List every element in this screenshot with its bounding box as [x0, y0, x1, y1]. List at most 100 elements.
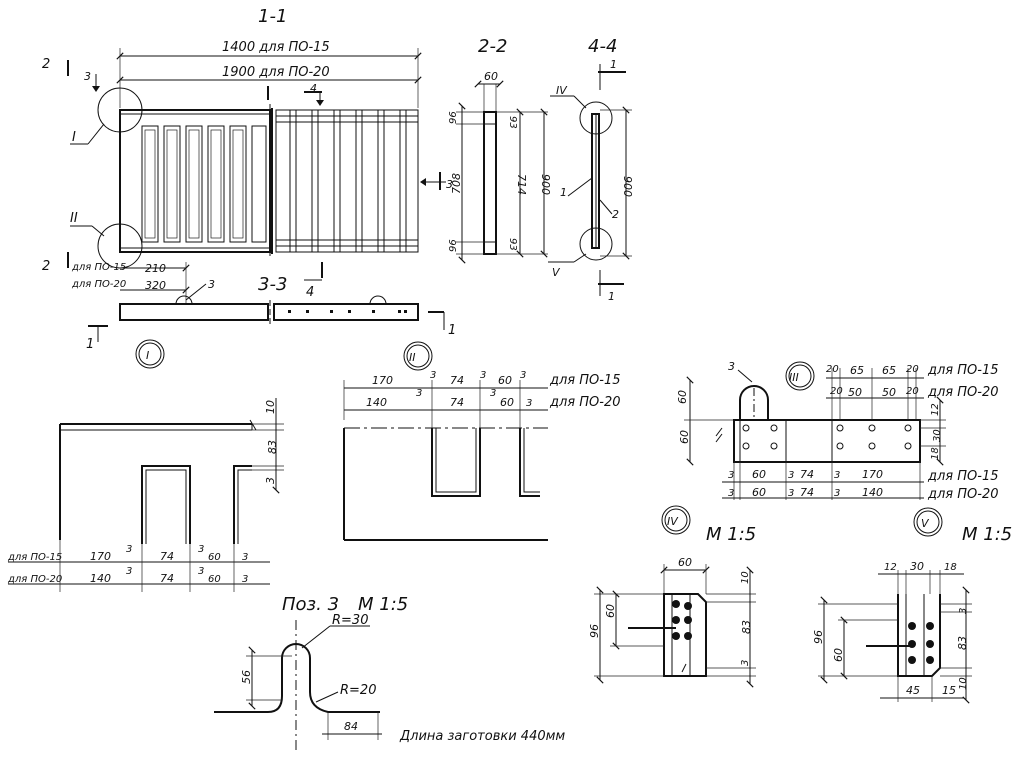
section-3-3-title: 3-3	[258, 274, 287, 295]
dim-708: 708	[450, 173, 463, 194]
node-III-dim-30: 30	[932, 429, 943, 442]
node-I-dim-83: 83	[266, 440, 279, 454]
node-I-row2-label: для ПО-20	[7, 574, 62, 585]
node-I-row1-label: для ПО-15	[7, 552, 62, 563]
node-V-dim-83: 83	[956, 636, 969, 650]
cut-2-bottom: 2	[42, 259, 50, 274]
node-IV-detail: IV М 1:5 60 96 60 10 83 3	[588, 505, 756, 688]
node-II-row1-3b: 3	[480, 370, 486, 381]
node-II-row1-170: 170	[372, 374, 393, 387]
node-III-top1-65a: 65	[850, 364, 864, 377]
node-II-row2-60: 60	[500, 396, 514, 409]
node-II-callout: II	[70, 211, 78, 226]
cut-1-top: 1	[610, 58, 617, 71]
node-III-bot1-74: 74	[800, 468, 814, 481]
node-V-scale: М 1:5	[962, 524, 1012, 545]
node-II-row1-60: 60	[498, 374, 512, 387]
node-III-top2-20a: 20	[830, 386, 843, 397]
node-IV-scale: М 1:5	[706, 524, 756, 545]
pos-3-title: Поз. 3	[282, 594, 339, 615]
node-I-row1-170: 170	[90, 550, 111, 563]
cut-1-right: 1	[448, 323, 456, 338]
node-II-title: II	[409, 351, 416, 364]
node-II-row1-3c: 3	[520, 370, 526, 381]
cut-4-top: 4	[310, 82, 317, 95]
node-V-dim-15: 15	[942, 684, 956, 697]
cut-3-top: 3	[84, 70, 91, 83]
node-II-row1-label: для ПО-15	[549, 373, 621, 388]
node-V-dim-60: 60	[832, 648, 845, 662]
node-IV-callout: IV	[556, 84, 568, 97]
node-V-dim-12: 12	[884, 562, 897, 573]
pos-3-r20: R=20	[340, 683, 376, 698]
node-IV-dim-83: 83	[740, 620, 753, 634]
section-2-2: 2-2 60 96 708 96 93 714 900 93	[448, 36, 552, 264]
dim-210: 210	[145, 262, 166, 275]
dim-900: 900	[539, 174, 552, 195]
node-III-bot1-label: для ПО-15	[927, 469, 999, 484]
node-I-row2-3c: 3	[242, 574, 248, 585]
node-I-title: I	[146, 349, 149, 362]
node-III-bot2-label: для ПО-20	[927, 487, 999, 502]
cut-3-mid: 3	[446, 178, 453, 191]
node-IV-dim-60-left: 60	[604, 604, 617, 618]
node-II-row1-74: 74	[450, 374, 464, 387]
section-4-4: 4-4 1 IV V 1 2 900 1	[548, 36, 634, 303]
node-III-bot1-60: 60	[752, 468, 766, 481]
node-V-detail: V М 1:5 12 30 18 96 60 3 83 10	[812, 507, 1012, 704]
node-III-bot1-3c: 3	[834, 470, 840, 481]
node-II-row2-3a: 3	[416, 388, 422, 399]
node-III-title: III	[789, 371, 799, 384]
node-I-row2-60: 60	[208, 574, 221, 585]
dim-210-label: для ПО-15	[71, 262, 126, 273]
pos-3-blank-length: Длина заготовки 440мм	[399, 729, 565, 744]
dim-320-label: для ПО-20	[71, 279, 126, 290]
dim-93-bottom: 93	[507, 238, 518, 251]
section-2-2-title: 2-2	[478, 36, 507, 57]
node-III-bot2-3c: 3	[834, 488, 840, 499]
dim-96-bottom: 96	[448, 239, 459, 252]
node-I-row2-74: 74	[160, 572, 174, 585]
dim-93-top: 93	[507, 116, 518, 129]
node-III-bot1-3a: 3	[728, 470, 734, 481]
pos-3-callout: 3	[208, 278, 215, 291]
node-IV-dim-3: 3	[740, 660, 751, 666]
section-1-1-title: 1-1	[258, 6, 287, 27]
pos-3-dim-56: 56	[240, 670, 253, 684]
pos-3-scale: М 1:5	[358, 594, 408, 615]
dim-900-4-4: 900	[621, 176, 634, 197]
dim-96-top: 96	[448, 111, 459, 124]
node-IV-dim-96: 96	[588, 624, 601, 638]
node-II-detail: II 170 3 74 3 60 3 для ПО-15 140 3 74 3 …	[343, 341, 621, 541]
pos-3-r30: R=30	[332, 613, 368, 628]
node-III-bot2-74: 74	[800, 486, 814, 499]
section-3-3: 3-3 4	[258, 262, 323, 300]
node-III-top2-label: для ПО-20	[927, 385, 999, 400]
node-III-top1-label: для ПО-15	[927, 363, 999, 378]
dim-1900: 1900 для ПО-20	[222, 65, 330, 80]
node-II-row2-3b: 3	[490, 388, 496, 399]
node-V-dim-3: 3	[958, 608, 969, 614]
node-I-row2-140: 140	[90, 572, 111, 585]
section-4-4-title: 4-4	[588, 36, 617, 57]
node-III-dim-60-bottom: 60	[678, 430, 691, 444]
node-III-top2-20b: 20	[906, 386, 919, 397]
cut-1-bottom: 1	[608, 290, 615, 303]
node-II-row2-140: 140	[366, 396, 387, 409]
node-I-row1-60: 60	[208, 552, 221, 563]
node-V-dim-45: 45	[906, 684, 920, 697]
node-I-row1-3c: 3	[242, 552, 248, 563]
node-III-bot2-3a: 3	[728, 488, 734, 499]
pos-3-dim-84: 84	[344, 720, 358, 733]
node-II-row1-3a: 3	[430, 370, 436, 381]
dim-320: 320	[145, 279, 166, 292]
pos-1-callout: 1	[560, 186, 567, 199]
node-I-callout: I	[72, 130, 76, 145]
node-V-title: V	[921, 517, 930, 530]
node-II-row2-3c: 3	[526, 398, 532, 409]
node-II-row2-74: 74	[450, 396, 464, 409]
node-I-dim-10: 10	[264, 400, 277, 414]
node-I-row1-74: 74	[160, 550, 174, 563]
node-III-bot1-170: 170	[862, 468, 883, 481]
